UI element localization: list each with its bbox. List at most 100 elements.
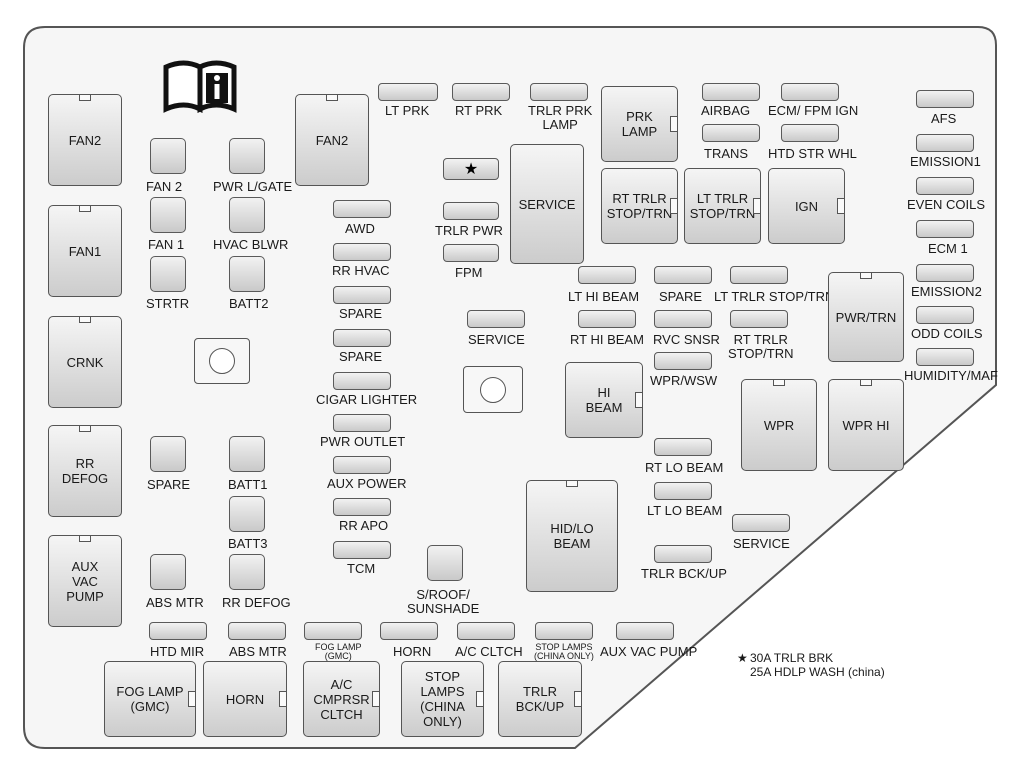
relay-tab [753, 198, 761, 214]
relay-label: HI BEAM [585, 385, 623, 415]
square-fuse [150, 256, 186, 292]
fuse-label: LT HI BEAM [568, 289, 640, 304]
relay-label: PRK LAMP [621, 109, 658, 139]
fuse-label: SERVICE [468, 332, 525, 347]
fuse-label: AFS [931, 111, 957, 126]
relay: FAN2 [295, 94, 369, 186]
fuse-label: TRLR PWR [435, 223, 503, 238]
mini-fuse [530, 83, 588, 101]
mini-fuse [333, 200, 391, 218]
mounting-bolt-icon [463, 366, 523, 413]
fuse-label: A/C CLTCH [455, 644, 523, 659]
relay-tab [188, 691, 196, 707]
square-fuse [229, 256, 265, 292]
square-fuse [150, 138, 186, 174]
relay: HORN [203, 661, 287, 737]
mini-fuse [654, 310, 712, 328]
mini-fuse [781, 83, 839, 101]
relay-label: PWR/TRN [835, 309, 897, 325]
fuse-label: TCM [347, 561, 376, 576]
mini-fuse [578, 266, 636, 284]
relay: RT TRLR STOP/TRN [601, 168, 678, 244]
relay-tab [79, 94, 91, 101]
fuse-label: FPM [455, 265, 483, 280]
relay-tab [574, 691, 582, 707]
relay: FOG LAMP (GMC) [104, 661, 196, 737]
legend-line-2: 25A HDLP WASH (china) [750, 665, 885, 679]
mini-fuse [457, 622, 515, 640]
mini-fuse [333, 541, 391, 559]
relay: FAN2 [48, 94, 122, 186]
relay-tab [476, 691, 484, 707]
mini-fuse [916, 306, 974, 324]
fuse-label: EVEN COILS [907, 197, 986, 212]
fuse-label: FAN 1 [148, 237, 185, 252]
fuse-label: ABS MTR [146, 595, 204, 610]
fuse-label: BATT2 [229, 296, 269, 311]
mini-fuse [443, 244, 499, 262]
fuse-label: RR APO [339, 518, 389, 533]
relay-label: WPR HI [842, 417, 890, 433]
fuse-label: FAN 2 [146, 179, 183, 194]
mini-fuse [730, 266, 788, 284]
square-fuse [229, 436, 265, 472]
mini-fuse [228, 622, 286, 640]
relay-label: CRNK [66, 354, 104, 370]
fuse-label: STOP LAMPS (CHINA ONLY) [534, 642, 594, 661]
relay-label: FAN1 [68, 243, 102, 259]
mini-fuse [535, 622, 593, 640]
fuse-label: PWR L/GATE [213, 179, 293, 194]
relay: RR DEFOG [48, 425, 122, 517]
fuse-label: AUX POWER [327, 476, 407, 491]
mini-fuse [916, 220, 974, 238]
mini-fuse [702, 83, 760, 101]
mini-fuse [654, 545, 712, 563]
square-fuse [427, 545, 463, 581]
fuse-label: RT LO BEAM [645, 460, 724, 475]
square-fuse [229, 197, 265, 233]
relay-tab [837, 198, 845, 214]
relay: WPR [741, 379, 817, 471]
mini-fuse [378, 83, 438, 101]
fuse-label: EMISSION2 [911, 284, 982, 299]
relay-label: RT TRLR STOP/TRN [606, 191, 673, 221]
fuse-label: HVAC BLWR [213, 237, 289, 252]
fuse-label: TRANS [704, 146, 749, 161]
fuse-label: CIGAR LIGHTER [316, 392, 418, 407]
mini-fuse [333, 286, 391, 304]
relay: CRNK [48, 316, 122, 408]
relay-tab [670, 198, 678, 214]
mini-fuse [654, 482, 712, 500]
mini-fuse [781, 124, 839, 142]
mini-fuse [333, 414, 391, 432]
fuse-label: HTD MIR [150, 644, 205, 659]
square-fuse [229, 554, 265, 590]
fuse-label: HTD STR WHL [768, 146, 857, 161]
mini-fuse [916, 90, 974, 108]
fuse-label: RT PRK [455, 103, 503, 118]
mini-fuse [654, 352, 712, 370]
fuse-label: SPARE [659, 289, 703, 304]
fuse-label: LT PRK [385, 103, 430, 118]
mini-fuse [333, 372, 391, 390]
relay-label: RR DEFOG [61, 456, 109, 486]
relay-label: SERVICE [518, 196, 576, 212]
fuse-label: RR HVAC [332, 263, 390, 278]
fuse-label: S/ROOF/ SUNSHADE [407, 587, 480, 616]
mini-fuse [149, 622, 207, 640]
fuse-label: WPR/WSW [650, 373, 718, 388]
fuse-label: LT LO BEAM [647, 503, 723, 518]
legend-star: ★ [737, 651, 748, 665]
fuse-label: RT HI BEAM [570, 332, 644, 347]
relay-tab [670, 116, 678, 132]
legend-line-1: 30A TRLR BRK [750, 651, 834, 665]
square-fuse [229, 138, 265, 174]
relay-label: FAN2 [68, 132, 102, 148]
star-fuse: ★ [443, 158, 499, 180]
relay-tab [79, 535, 91, 542]
mini-fuse [616, 622, 674, 640]
mini-fuse [654, 438, 712, 456]
relay-tab [79, 316, 91, 323]
relay-label: IGN [794, 198, 819, 214]
fuse-label: AWD [345, 221, 375, 236]
